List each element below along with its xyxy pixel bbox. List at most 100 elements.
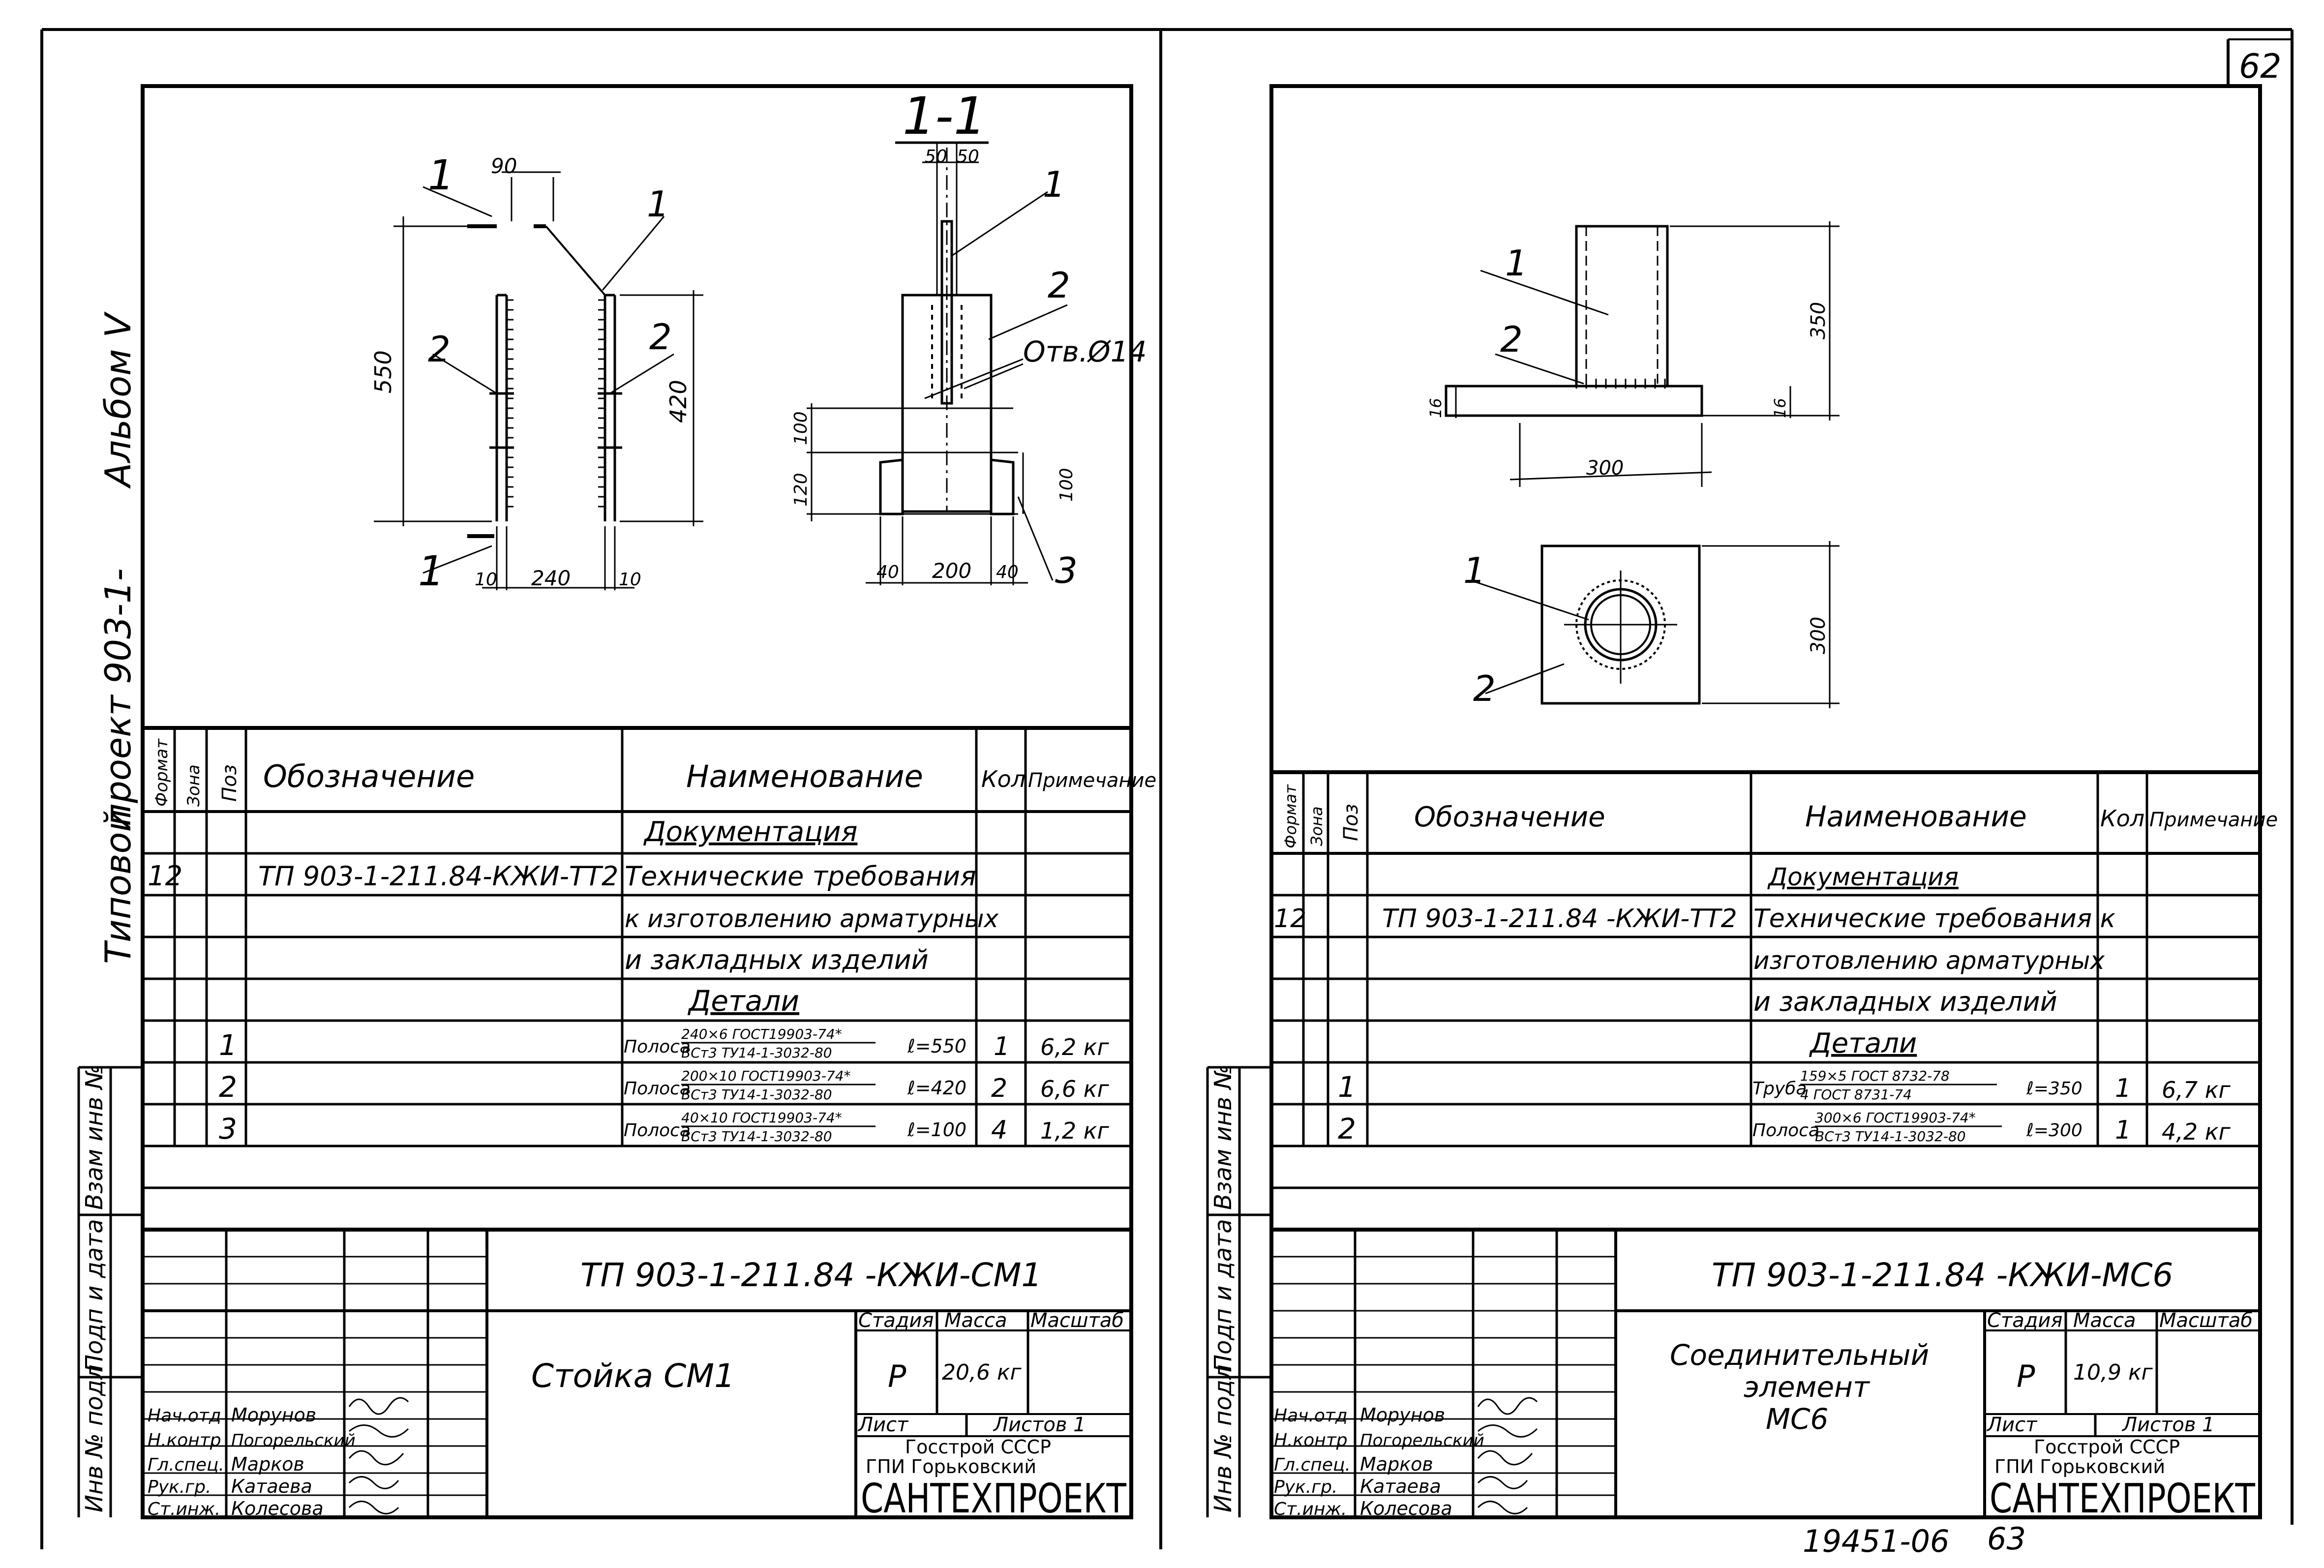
project-prefix: Типовой bbox=[97, 809, 139, 964]
part-qty: 2 bbox=[991, 1074, 1007, 1103]
doc-code-r: ТП 903-1-211.84 -КЖИ-ТТ2 bbox=[1382, 904, 1737, 934]
signer-1: Погорельский bbox=[231, 1431, 356, 1450]
dim-100a: 100 bbox=[791, 411, 811, 445]
doc-name-3-r: и закладных изделий bbox=[1753, 986, 2057, 1017]
lbl-mass: Масса bbox=[944, 1309, 1007, 1332]
signer-4: Колесова bbox=[231, 1498, 324, 1519]
title-code: ТП 903-1-211.84 -КЖИ-СМ1 bbox=[580, 1256, 1042, 1294]
part-mass: 6,2 кг bbox=[1040, 1034, 1110, 1060]
right-drawing: 350 300 16 16 1 2 300 1 2 bbox=[1426, 221, 1840, 709]
role-3-r: Рук.гр. bbox=[1274, 1477, 1337, 1497]
org-line-2-r: ГПИ Горьковский bbox=[1994, 1456, 2165, 1478]
left-title-block: Нач.отд Н.контр Гл.спец. Рук.гр. Ст.инж.… bbox=[143, 1228, 1131, 1522]
signatures-right bbox=[1477, 1397, 1538, 1514]
part-qty: 1 bbox=[2115, 1116, 2131, 1145]
doc-format-r: 12 bbox=[1274, 904, 1306, 934]
part-mass: 6,6 кг bbox=[1040, 1076, 1110, 1102]
hdr-note-r: Примечание bbox=[2149, 809, 2278, 831]
stage-value-r: Р bbox=[2017, 1358, 2035, 1394]
part-spec-bottom: ВСт3 ТУ14-1-3032-80 bbox=[681, 1128, 832, 1145]
org-line-1: Госстрой СССР bbox=[905, 1436, 1051, 1458]
part-length: ℓ=550 bbox=[907, 1035, 966, 1057]
lbl-sheets-r: Листов 1 bbox=[2121, 1414, 2215, 1436]
section-label: 1-1 bbox=[903, 86, 986, 146]
callout-1-section: 1 bbox=[1043, 164, 1065, 205]
left-drawing: 90 550 420 240 10 10 1 1 2 2 1 bbox=[370, 86, 1147, 595]
dim-300-elev: 300 bbox=[1586, 457, 1624, 480]
part-pos: 2 bbox=[219, 1070, 237, 1104]
signer-3: Катаева bbox=[231, 1476, 312, 1497]
hdr-pos: Поз bbox=[218, 764, 241, 802]
signer-0: Морунов bbox=[231, 1404, 316, 1426]
dim-90: 90 bbox=[491, 154, 517, 178]
title-code-r: ТП 903-1-211.84 -КЖИ-МС6 bbox=[1712, 1256, 2173, 1294]
section-1-1 bbox=[807, 141, 1068, 585]
role-0: Нач.отд bbox=[148, 1406, 221, 1426]
part-spec-bottom: ВСт3 ТУ14-1-3032-80 bbox=[1815, 1128, 1966, 1145]
title-name-line-1-r: Соединительный bbox=[1670, 1338, 1929, 1372]
signer-4-r: Колесова bbox=[1360, 1498, 1452, 1519]
section-parts-r: Детали bbox=[1809, 1027, 1917, 1059]
callout-1-front: 1 bbox=[647, 183, 669, 225]
title-name-line-1: Стойка СМ1 bbox=[531, 1357, 735, 1395]
part-pos: 1 bbox=[219, 1028, 237, 1062]
stage-value: Р bbox=[888, 1358, 906, 1394]
hdr-name: Наименование bbox=[686, 758, 923, 794]
callout-2-plan: 2 bbox=[1473, 668, 1496, 709]
dim-240: 240 bbox=[531, 566, 571, 590]
sheet-frames bbox=[40, 28, 2294, 1549]
stamp-inventory-right: Инв № подл bbox=[1209, 1364, 1237, 1512]
stamp-replacing-right: Взам инв № bbox=[1209, 1065, 1237, 1210]
doc-name-2-r: изготовлению арматурных bbox=[1753, 946, 2105, 975]
dim-100b: 100 bbox=[1056, 468, 1077, 502]
dim-40b: 40 bbox=[996, 562, 1019, 582]
right-side-margin: Взам инв № Подп и дата Инв № подл bbox=[1206, 1065, 1271, 1517]
signer-2: Марков bbox=[231, 1453, 304, 1475]
lbl-sheets: Листов 1 bbox=[993, 1414, 1086, 1436]
signer-1-r: Погорельский bbox=[1360, 1431, 1484, 1450]
role-4-r: Ст.инж. bbox=[1274, 1499, 1347, 1519]
dim-16a: 16 bbox=[1426, 398, 1445, 418]
right-elevation bbox=[1445, 221, 1840, 487]
part-mass: 1,2 кг bbox=[1040, 1117, 1110, 1144]
right-plan bbox=[1470, 541, 1840, 708]
part-spec-bottom: ВСт3 ТУ14-1-3032-80 bbox=[681, 1045, 832, 1061]
right-title-block: Нач.отд Н.контр Гл.спец. Рук.гр. Ст.инж.… bbox=[1271, 1228, 2260, 1522]
section-documentation: Документация bbox=[643, 816, 857, 848]
doc-format: 12 bbox=[148, 860, 182, 892]
page-number: 62 bbox=[2239, 47, 2282, 86]
hdr-qty-r: Кол bbox=[2100, 805, 2144, 832]
part-spec-top: 240×6 ГОСТ19903-74* bbox=[681, 1026, 842, 1042]
part-qty: 1 bbox=[994, 1032, 1010, 1061]
table-row: 3 Полоса 40×10 ГОСТ19903-74* ВСт3 ТУ14-1… bbox=[219, 1110, 1110, 1146]
callout-2-elev: 2 bbox=[1500, 319, 1523, 360]
cut-mark-top: 1 bbox=[428, 151, 454, 199]
front-view bbox=[374, 171, 703, 590]
dim-420: 420 bbox=[665, 380, 692, 423]
hdr-designation-r: Обозначение bbox=[1414, 801, 1605, 833]
lbl-sheet: Лист bbox=[857, 1414, 909, 1436]
dim-50a: 50 bbox=[925, 147, 947, 167]
hdr-format: Формат bbox=[152, 738, 172, 807]
lbl-scale-r: Масштаб bbox=[2159, 1309, 2253, 1332]
part-name: Труба bbox=[1752, 1079, 1807, 1099]
lbl-stage-r: Стадия bbox=[1987, 1309, 2062, 1332]
footer-number: 63 bbox=[1987, 1521, 2026, 1557]
part-spec-top: 300×6 ГОСТ19903-74* bbox=[1815, 1110, 1976, 1126]
part-pos: 3 bbox=[219, 1112, 237, 1146]
org-line-3: САНТЕХПРОЕКТ bbox=[861, 1476, 1127, 1522]
hole-label: Отв.Ø14 bbox=[1023, 335, 1147, 368]
role-1: Н.контр bbox=[148, 1430, 221, 1450]
part-spec-top: 159×5 ГОСТ 8732-78 bbox=[1800, 1068, 1950, 1084]
part-spec-top: 40×10 ГОСТ19903-74* bbox=[681, 1110, 842, 1126]
org-line-1-r: Госстрой СССР bbox=[2034, 1436, 2180, 1458]
part-qty: 1 bbox=[2115, 1074, 2131, 1103]
hdr-zone-r: Зона bbox=[1307, 806, 1326, 846]
hdr-name-r: Наименование bbox=[1805, 800, 2027, 833]
org-line-3-r: САНТЕХПРОЕКТ bbox=[1990, 1476, 2256, 1522]
title-name-line-3-r: МС6 bbox=[1766, 1402, 1828, 1436]
signer-2-r: Марков bbox=[1360, 1453, 1433, 1475]
dim-40a: 40 bbox=[876, 562, 899, 582]
part-length: ℓ=420 bbox=[907, 1077, 966, 1099]
dim-300-plan: 300 bbox=[1807, 617, 1830, 654]
